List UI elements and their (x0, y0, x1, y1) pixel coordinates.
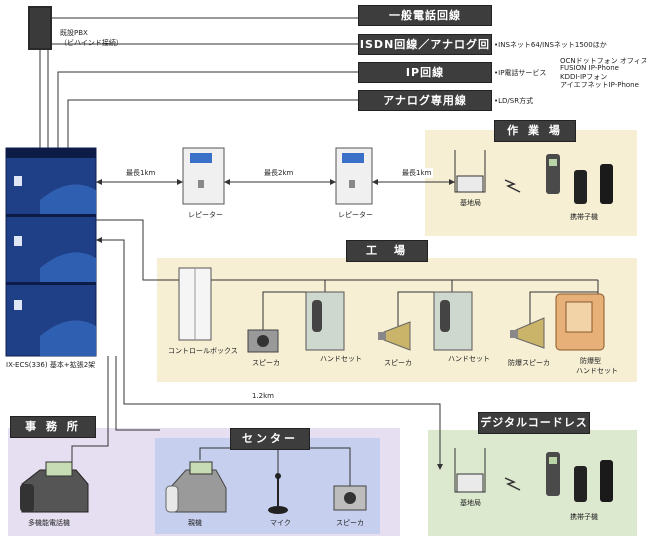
office-title: 事 務 所 (10, 416, 96, 438)
cordless-handsets-label: 携帯子機 (570, 513, 598, 521)
work-site-title: 作 業 場 (494, 120, 576, 142)
digital-cordless-title: デジタルコードレス (478, 412, 590, 434)
center-title: センター (230, 428, 310, 450)
line-analog-leased: アナログ専用線 (358, 90, 492, 111)
repeater-label-1: レピーター (188, 211, 223, 219)
handset-2-label: ハンドセット (448, 355, 490, 363)
speaker-1-label: スピーカ (252, 359, 280, 367)
work-site-base-station-label: 基地局 (460, 199, 481, 207)
mic-label: マイク (270, 519, 291, 527)
explosion-handset-label-1: 防爆型 (580, 357, 601, 365)
parent-phone-label: 親機 (188, 519, 202, 527)
analog-service-text: •LD/SR方式 (494, 97, 534, 105)
control-box-label: コントロールボックス (168, 347, 238, 355)
speaker-2-label: スピーカ (384, 359, 412, 367)
pbx-sublabel: （ビハインド接続） (60, 39, 123, 47)
handset-1-label: ハンドセット (320, 355, 362, 363)
work-site-handsets-label: 携帯子機 (570, 213, 598, 221)
line-ip: IP回線 (358, 62, 492, 83)
office-phone-label: 多機能電話機 (28, 519, 70, 527)
center-speaker-label: スピーカ (336, 519, 364, 527)
explosion-speaker-label: 防爆スピーカ (508, 359, 550, 367)
distance-label-2: 最長2km (262, 168, 296, 178)
ip-provider-1: OCNドットフォン オフィス (560, 57, 646, 65)
distance-label-1: 最長1km (124, 168, 158, 178)
distance-label-3: 最長1km (400, 168, 434, 178)
main-unit-label: IX-ECS(336) 基本+拡張2架 (6, 361, 96, 369)
isdn-service-text: •INSネット64/INSネット1500ほか (494, 41, 607, 49)
line-isdn-analog: ISDN回線／アナログ回線 (358, 34, 492, 70)
distance-label-4: 1.2km (252, 392, 275, 400)
ip-provider-2: FUSION IP-Phone (560, 64, 619, 72)
ip-provider-3: KDDI-IPフォン (560, 73, 608, 81)
cordless-base-station-label: 基地局 (460, 499, 481, 507)
ip-provider-4: アイエフネットIP-Phone (560, 81, 639, 89)
pbx-label: 既設PBX (60, 29, 88, 37)
repeater-label-2: レピーター (338, 211, 373, 219)
line-general-phone: 一般電話回線 (358, 5, 492, 26)
factory-title: 工 場 (346, 240, 428, 262)
ip-service-text: •IP電話サービス (494, 69, 547, 77)
explosion-handset-label-2: ハンドセット (576, 367, 618, 375)
